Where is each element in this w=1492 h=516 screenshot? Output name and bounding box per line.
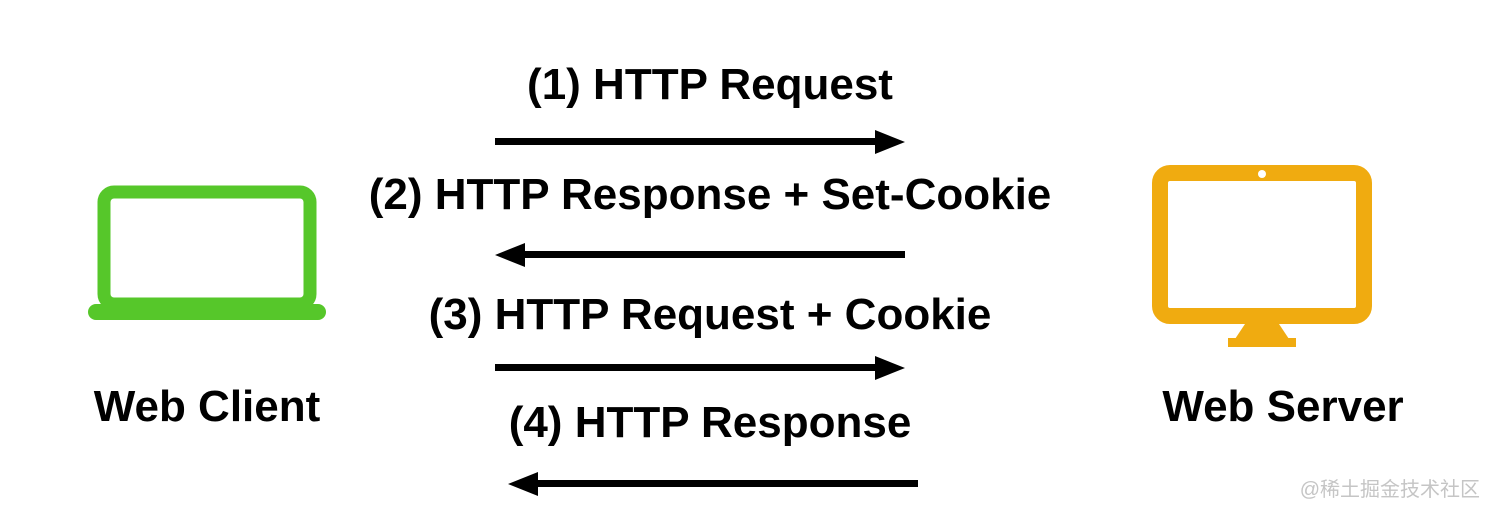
arrow-shaft bbox=[495, 364, 881, 371]
message-2-arrow-left-icon bbox=[495, 243, 905, 267]
arrow-head-icon bbox=[508, 472, 538, 496]
arrow-head-icon bbox=[875, 130, 905, 154]
message-3-arrow-right-icon bbox=[495, 356, 905, 380]
message-1-label: (1) HTTP Request bbox=[527, 60, 893, 109]
laptop-icon bbox=[88, 185, 326, 320]
monitor-camera-dot bbox=[1258, 170, 1266, 178]
arrow-head-icon bbox=[875, 356, 905, 380]
laptop-lid bbox=[97, 185, 317, 311]
monitor-stand-neck bbox=[1235, 324, 1289, 339]
monitor-stand-base bbox=[1228, 338, 1296, 347]
message-4-label: (4) HTTP Response bbox=[508, 398, 912, 447]
message-4-arrow-left-icon bbox=[508, 472, 918, 496]
monitor-frame bbox=[1152, 165, 1372, 324]
web-client-label: Web Client bbox=[93, 382, 321, 431]
arrow-shaft bbox=[532, 480, 918, 487]
message-1-arrow-right-icon bbox=[495, 130, 905, 154]
monitor-icon bbox=[1152, 165, 1372, 347]
arrow-shaft bbox=[495, 138, 881, 145]
laptop-base bbox=[88, 304, 326, 320]
web-server-label: Web Server bbox=[1162, 382, 1404, 431]
arrow-shaft bbox=[519, 251, 905, 258]
watermark: @稀土掘金技术社区 bbox=[1299, 479, 1480, 501]
arrow-head-icon bbox=[495, 243, 525, 267]
message-3-label: (3) HTTP Request + Cookie bbox=[428, 290, 992, 339]
message-2-label: (2) HTTP Response + Set-Cookie bbox=[368, 170, 1052, 219]
